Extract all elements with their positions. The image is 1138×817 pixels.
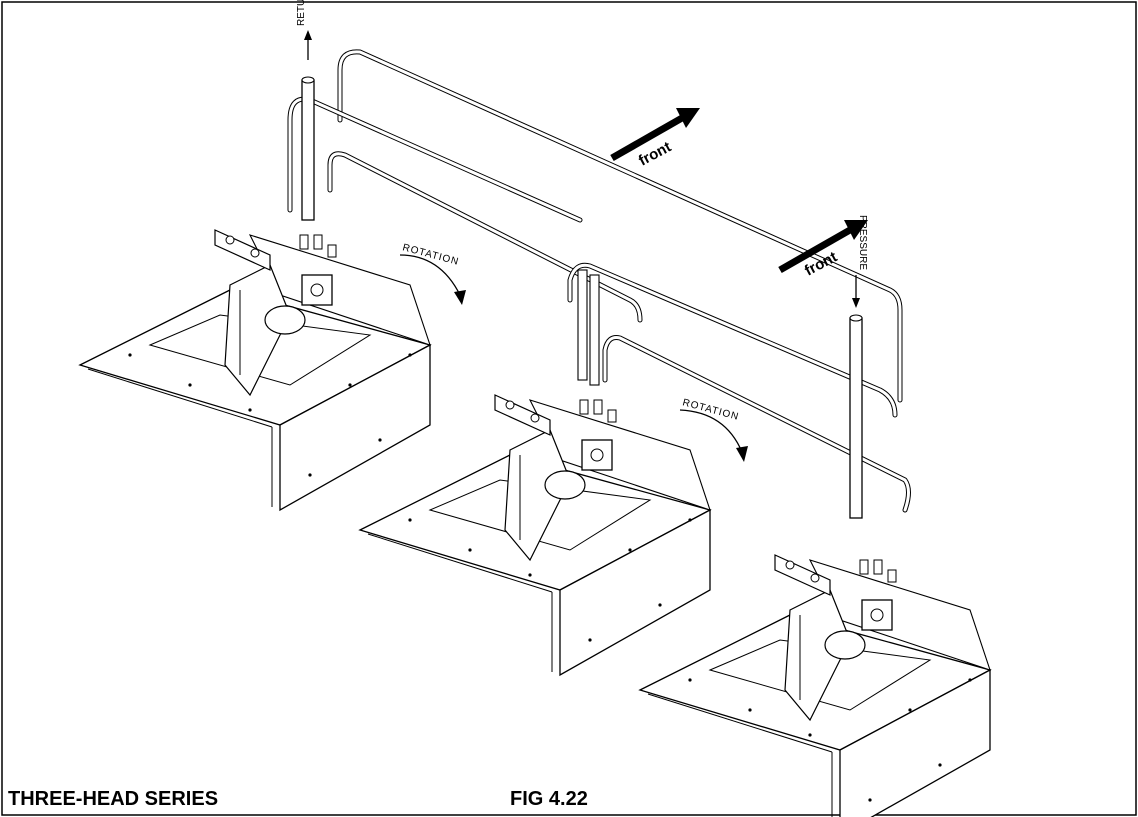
arrow-right-icon: [844, 220, 868, 240]
series-title: THREE-HEAD SERIES: [8, 788, 219, 810]
rotation-label-1: ROTATION: [401, 242, 460, 268]
return-label: RETURN: [296, 0, 307, 26]
rotation-label-2: ROTATION: [681, 397, 740, 423]
spreader-head-2: [359, 394, 711, 676]
arrow-right-icon: [676, 108, 700, 128]
front-indicator-2: front: [778, 220, 868, 280]
front-indicator-1: front: [610, 108, 700, 170]
figure-number: FIG 4.22: [510, 788, 588, 810]
rotation-arrow-icon: [736, 446, 748, 462]
spreader-head-1: [79, 229, 431, 511]
pressure-indicator: PRESSURE: [852, 215, 868, 308]
hydraulic-tubing: [287, 49, 911, 519]
pressure-label: PRESSURE: [857, 215, 868, 270]
arrow-down-icon: [852, 298, 860, 308]
return-indicator: RETURN: [296, 0, 312, 60]
arrow-up-icon: [304, 30, 312, 40]
rotation-arrow-icon: [454, 290, 466, 305]
